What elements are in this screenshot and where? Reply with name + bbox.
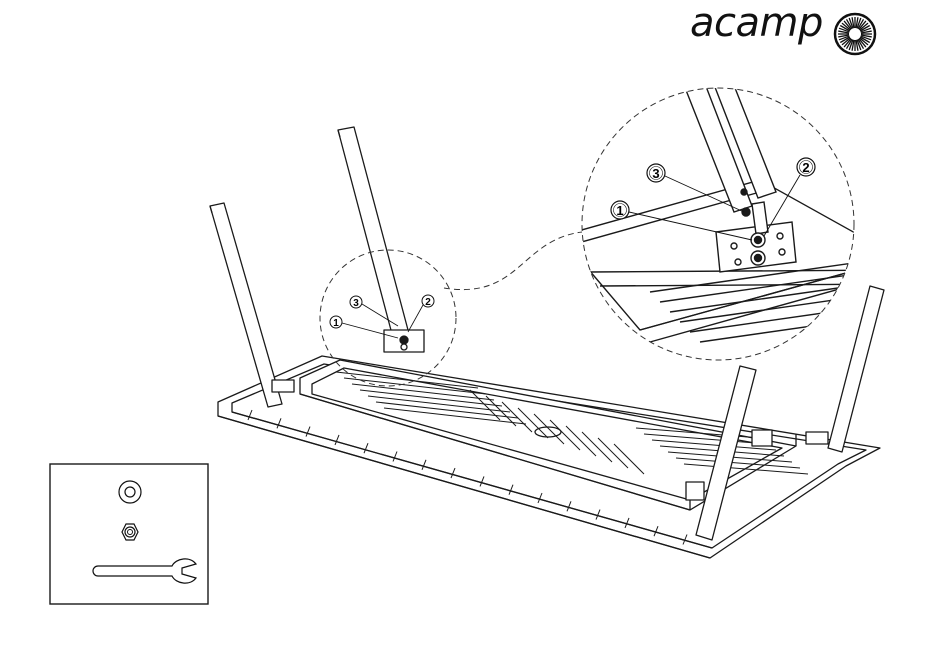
detail-label-3: 3 bbox=[652, 166, 659, 181]
small-label-1: 1 bbox=[333, 318, 339, 329]
small-label-2: 2 bbox=[425, 297, 431, 308]
tools-box bbox=[50, 464, 208, 604]
leg-back-inner bbox=[338, 127, 408, 334]
detail-callout: 3 1 2 bbox=[560, 60, 910, 360]
detail-label-1: 1 bbox=[616, 203, 623, 218]
small-label-3: 3 bbox=[353, 298, 359, 309]
callout-connector bbox=[444, 232, 582, 290]
detail-label-2: 2 bbox=[802, 160, 809, 175]
leg-back-left bbox=[210, 203, 282, 407]
nut-icon bbox=[122, 524, 138, 540]
leg-front-right bbox=[828, 286, 884, 452]
